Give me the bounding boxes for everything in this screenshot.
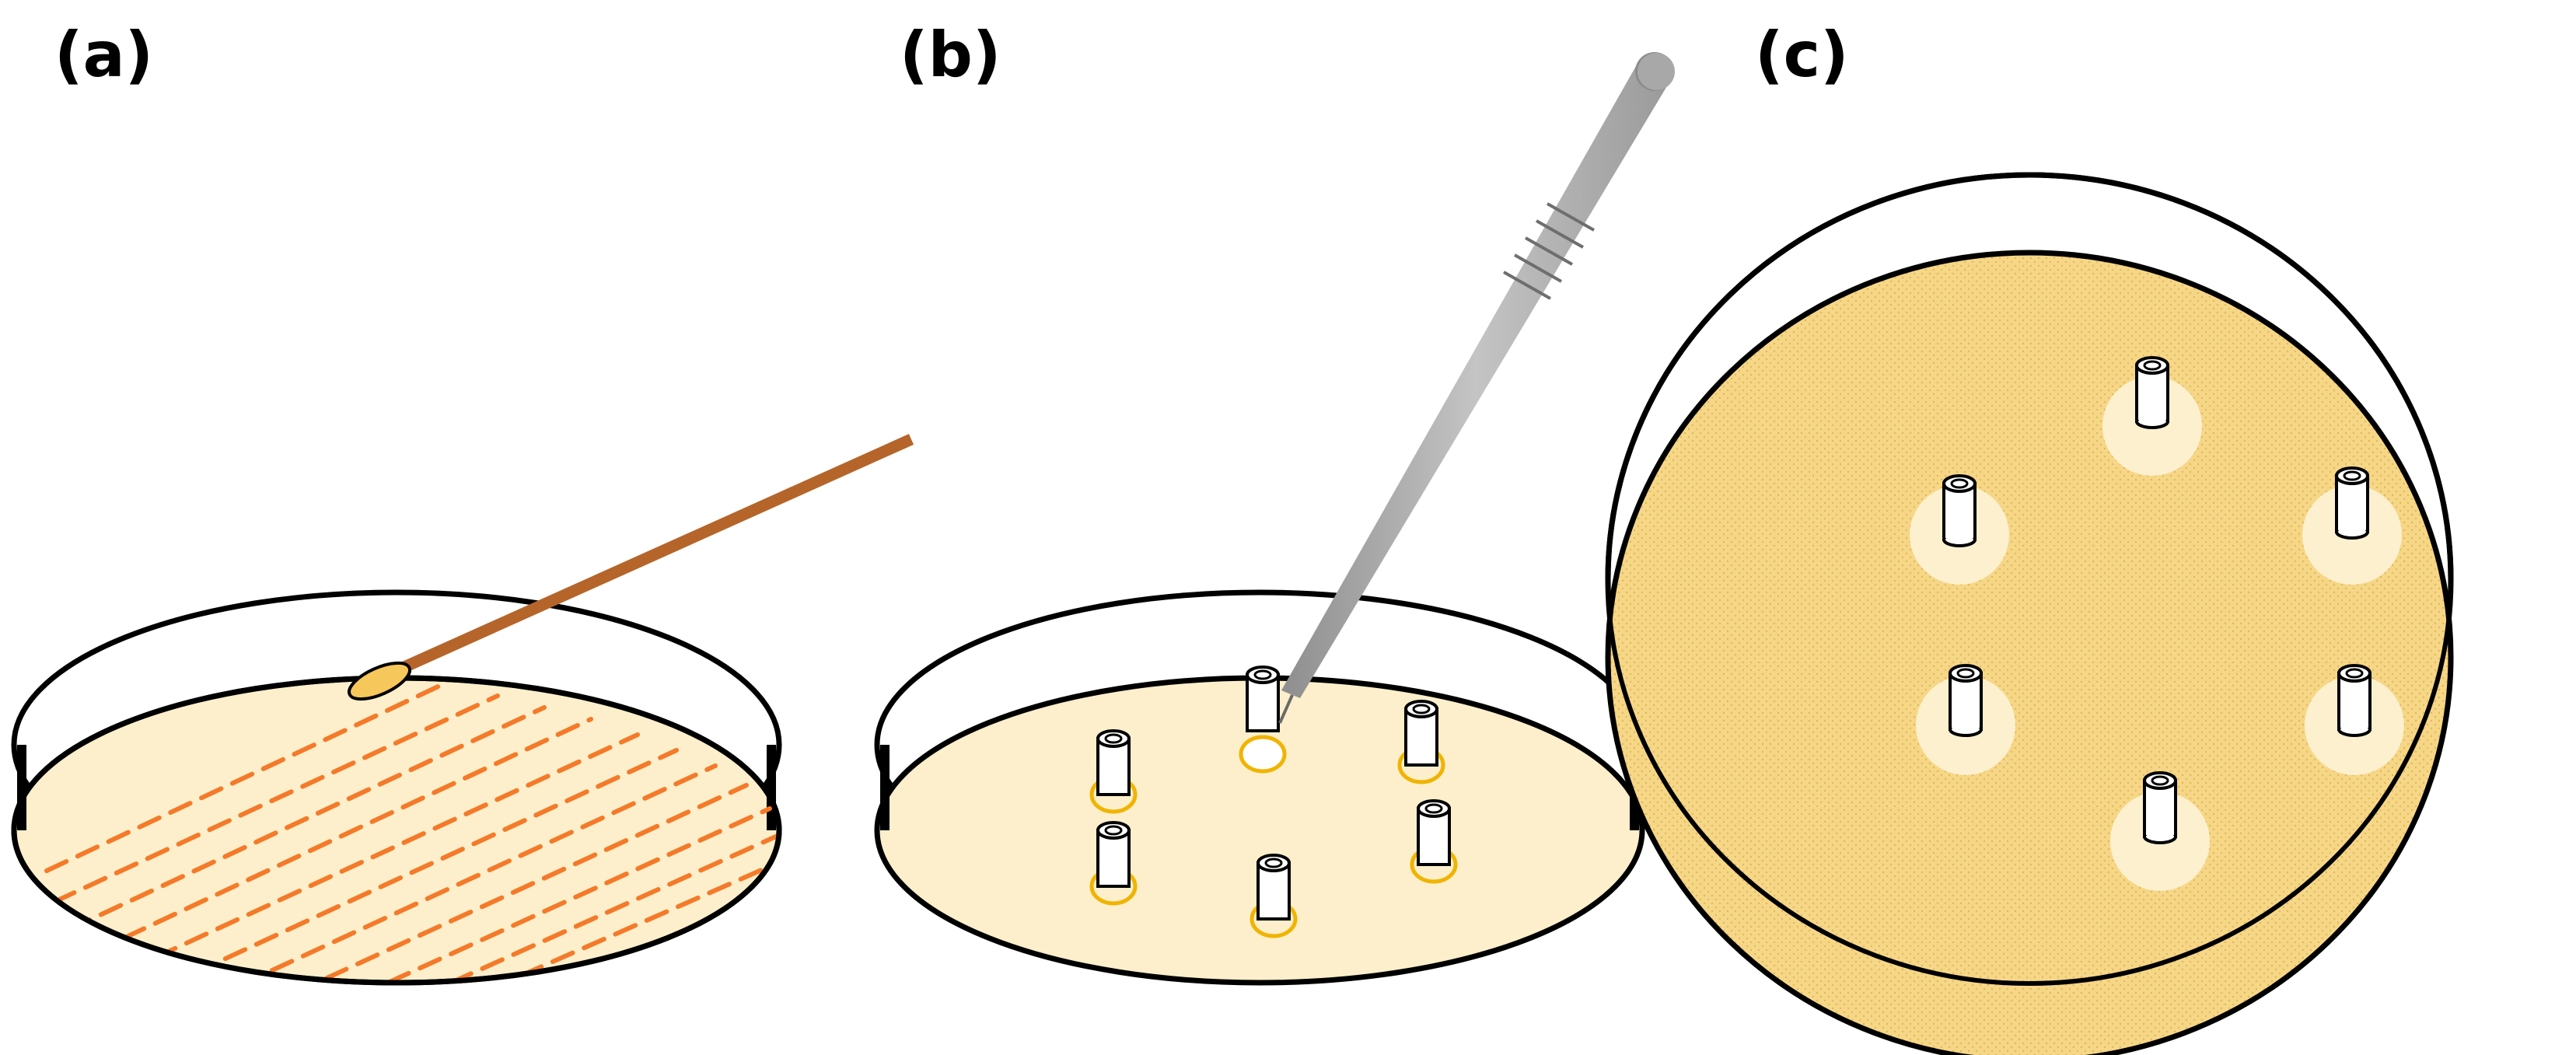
antibiotic-discs-c (1942, 356, 2372, 844)
antibiotic-disc-icon (1250, 854, 1298, 938)
cotton-swab-icon (348, 434, 914, 701)
antibiotic-disc-icon (1410, 799, 1458, 884)
petri-dish-a (11, 589, 782, 986)
panel-b: (b) (874, 19, 1675, 986)
petri-dish-c (1605, 172, 2454, 1055)
antibiotic-disc-icon (1239, 665, 1287, 774)
panel-label-c: (c) (1755, 19, 1849, 91)
panel-label-b: (b) (900, 19, 1001, 91)
petri-dish-b (874, 589, 1645, 986)
forceps-icon (1278, 52, 1675, 724)
antibiotic-disc-icon (2337, 664, 2372, 737)
panel-label-a: (a) (54, 19, 153, 91)
bacterial-streaks (44, 682, 779, 983)
antibiotic-disc-icon (1949, 664, 1983, 737)
antibiotic-disc-icon (1397, 700, 1445, 784)
bacterial-lawn (1605, 250, 2454, 1055)
antibiotic-disc-icon (2143, 771, 2177, 844)
panel-c: (c) (1605, 19, 2454, 1055)
antibiotic-disc-icon (2135, 356, 2169, 429)
antibiotic-discs-b (1089, 665, 1458, 938)
antibiotic-disc-icon (1942, 474, 1977, 547)
panel-a: (a) (11, 19, 914, 986)
antibiotic-disc-icon (1089, 821, 1138, 906)
antibiotic-disc-icon (2335, 466, 2369, 540)
antibiotic-disc-icon (1089, 729, 1138, 814)
